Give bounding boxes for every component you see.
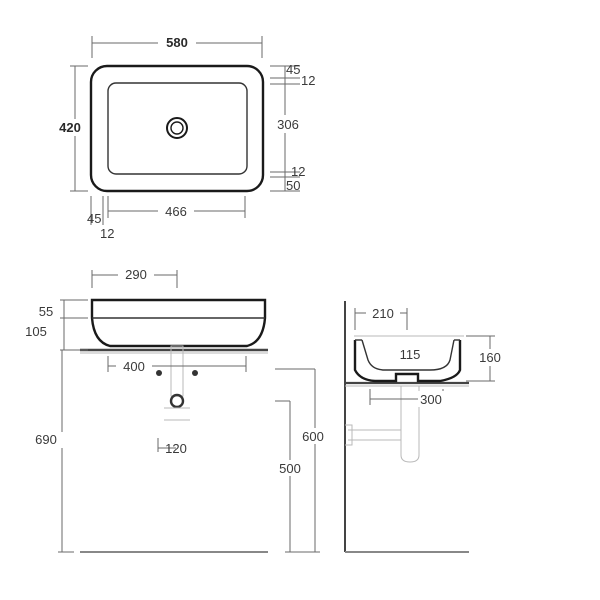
dim-right-stack: 45 12 306 12 50 — [270, 62, 315, 193]
side-bowl-outline — [353, 340, 462, 383]
label-basin-width-inner: 466 — [165, 204, 187, 219]
dim-waste-offset: 120 — [157, 438, 187, 456]
label-side-rim: 45 — [87, 211, 101, 226]
label-counter-underside: 500 — [279, 461, 301, 476]
dim-depth: 420 — [55, 65, 88, 192]
dim-width: 580 — [91, 34, 263, 58]
label-rim-front: 50 — [286, 178, 300, 193]
label-bowl-depth: 210 — [372, 306, 394, 321]
dim-side-height: 160 — [466, 335, 504, 382]
front-trap — [169, 393, 185, 409]
label-base-width: 400 — [123, 359, 145, 374]
label-basin-depth-inner: 306 — [277, 117, 299, 132]
label-rim-back: 45 — [286, 62, 300, 77]
label-counter-height: 600 — [302, 429, 324, 444]
dim-counter-heights: 600 500 — [275, 368, 330, 553]
label-rim-height: 55 — [39, 304, 53, 319]
dim-base-width: 400 — [107, 356, 247, 374]
dim-bowl-depth: 210 — [354, 305, 408, 330]
drain-outer — [166, 117, 188, 139]
label-inner-depth: 115 — [400, 347, 421, 362]
basin-inner-outline — [107, 82, 248, 175]
side-view: 210 115 160 300 — [344, 301, 504, 553]
label-floor-to-top: 690 — [35, 432, 57, 447]
dim-bottom-stack: 466 45 12 — [87, 196, 246, 241]
label-rim-front-inner: 12 — [291, 164, 305, 179]
top-view: 580 420 45 12 306 12 50 — [55, 34, 315, 241]
label-bowl-width: 290 — [125, 267, 147, 282]
label-base-depth: 300 — [420, 392, 442, 407]
label-depth: 420 — [59, 120, 81, 135]
dim-floor-to-top: 690 — [28, 350, 74, 553]
dim-bowl-width: 290 — [91, 266, 178, 288]
dim-base-depth: 300 — [369, 389, 448, 407]
dim-front-heights: 55 105 — [25, 299, 88, 351]
side-waste-trap — [345, 386, 420, 463]
label-total-height: 105 — [25, 324, 47, 339]
front-view: 290 55 105 400 120 — [25, 266, 330, 553]
label-width: 580 — [166, 35, 188, 50]
front-bowl-outline — [90, 298, 267, 348]
label-side-height: 160 — [479, 350, 501, 365]
label-side-rim-inner: 12 — [100, 226, 114, 241]
label-rim-back-inner: 12 — [301, 73, 315, 88]
drain-inner — [170, 121, 184, 135]
label-waste-offset: 120 — [165, 441, 187, 456]
basin-outer-outline — [89, 64, 265, 193]
